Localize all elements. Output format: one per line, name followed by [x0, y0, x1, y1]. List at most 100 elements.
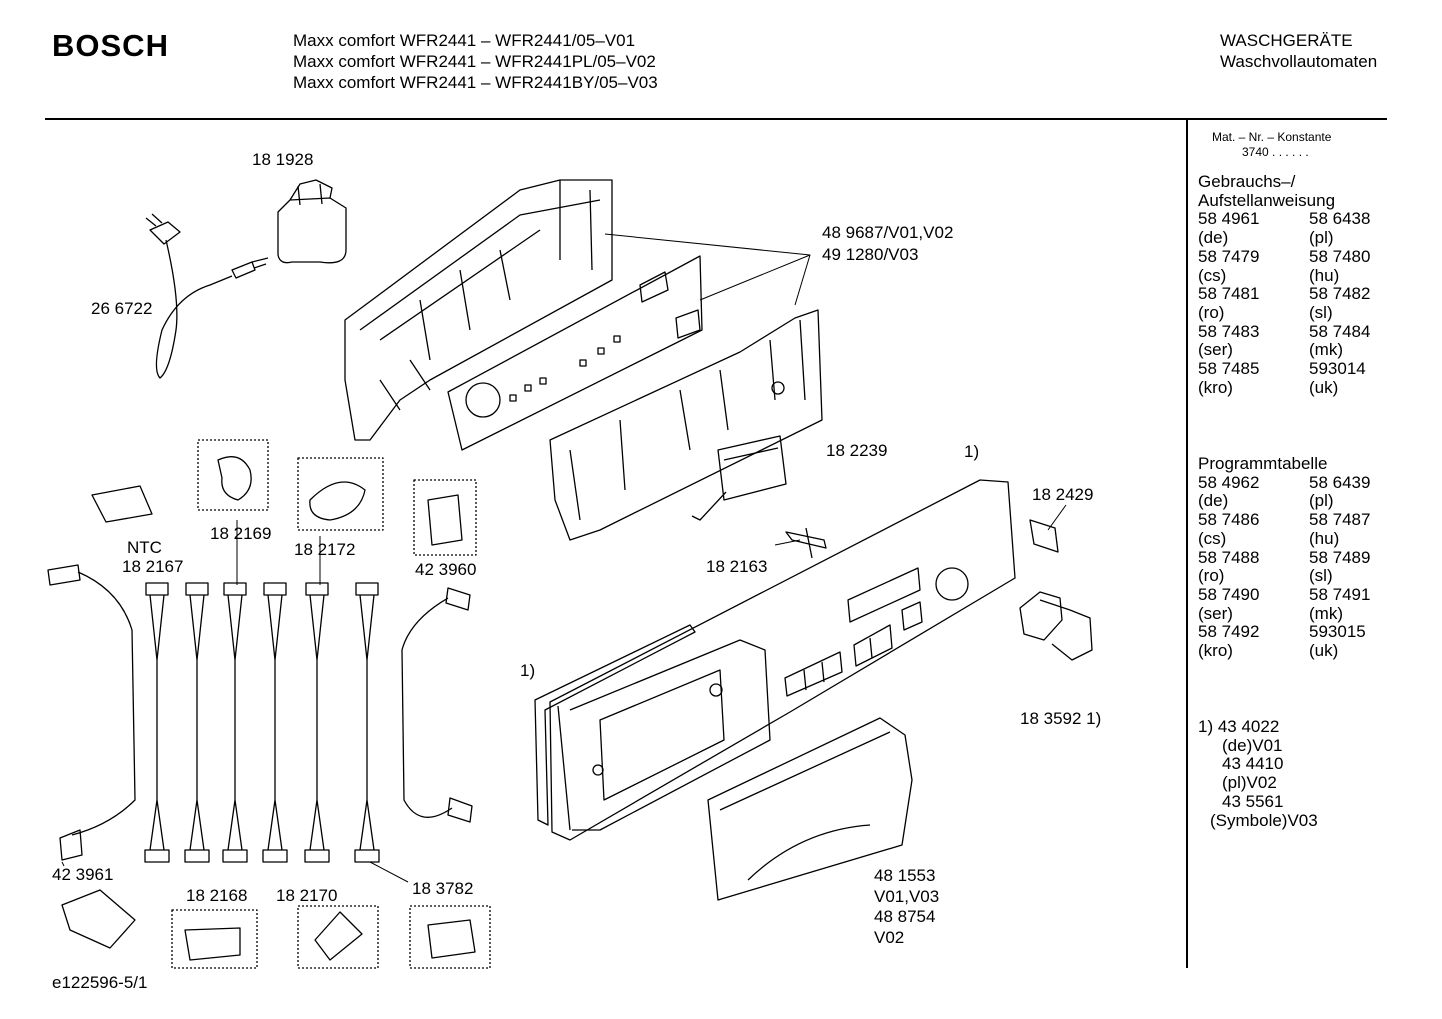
footnote-line: 43 4410 — [1222, 754, 1284, 774]
doc-number: 58 7489 — [1309, 547, 1371, 567]
doc-lang: (hu) — [1309, 528, 1340, 548]
doc-number: 58 7479 — [1198, 246, 1260, 266]
doc-number: 58 7488 — [1198, 547, 1260, 567]
manual-title: Aufstellanweisung — [1198, 190, 1336, 210]
drawing-id: e122596-5/1 — [52, 973, 148, 992]
footnote-line: 1) 43 4022 — [1198, 717, 1280, 736]
knob-drawing — [1019, 591, 1093, 661]
footnote-line: 43 5561 — [1222, 791, 1284, 811]
handle-drawing — [707, 717, 913, 901]
seal-drawing — [534, 624, 696, 826]
part-label: 42 3960 — [415, 560, 477, 579]
part-label: 18 2172 — [294, 540, 356, 559]
wiring-harness-drawings — [47, 564, 473, 863]
doc-lang: (ro) — [1198, 566, 1225, 586]
mat-nr: Mat. – Nr. – Konstante 3740 . . . . . . — [1212, 130, 1331, 160]
doc-number: 58 4962 — [1198, 472, 1260, 492]
manual-title: Gebrauchs–/ — [1198, 172, 1296, 191]
part-label: 18 2167 — [122, 557, 184, 576]
doc-number: 58 7480 — [1309, 246, 1371, 266]
category-main: WASCHGERÄTE — [1220, 31, 1353, 50]
model-line: Maxx comfort WFR2441 – WFR2441PL/05–V02 — [293, 52, 656, 71]
part-variant: V01,V03 — [874, 887, 940, 906]
doc-number: 58 7483 — [1198, 321, 1260, 341]
part-label: 18 2429 — [1032, 485, 1094, 504]
part-182429-drawing — [1029, 519, 1059, 553]
doc-lang: (ser) — [1198, 603, 1233, 623]
part-label: 18 3592 1) — [1020, 709, 1102, 728]
model-line: Maxx comfort WFR2441 – WFR2441/05–V01 — [293, 31, 636, 50]
doc-number: 58 7484 — [1309, 321, 1371, 341]
doc-lang: (hu) — [1309, 265, 1340, 285]
part-label: 18 2168 — [186, 886, 248, 905]
mat-nr-value: 3740 . . . . . . — [1242, 145, 1309, 159]
footnote-marker: 1) — [964, 442, 980, 461]
doc-lang: (de) — [1198, 491, 1229, 511]
selector-drawing — [785, 527, 827, 559]
doc-lang: (pl) — [1309, 228, 1334, 248]
doc-number: 58 4961 — [1198, 209, 1260, 229]
program-section: Programmtabelle 58 4962 58 6439 (de) (pl… — [1198, 454, 1399, 661]
footnote-line: (de)V01 — [1222, 735, 1283, 755]
part-label: 49 1280/V03 — [822, 245, 919, 264]
part-label: 18 3782 — [412, 879, 474, 898]
part-label: 18 1928 — [252, 150, 314, 169]
part-label: 48 9687/V01,V02 — [822, 223, 954, 242]
doc-lang: (sl) — [1309, 566, 1333, 586]
module-frame-drawing — [549, 309, 823, 541]
doc-number: 58 7485 — [1198, 359, 1260, 379]
part-label: NTC — [127, 538, 162, 557]
display-drawing — [691, 435, 787, 521]
sidebar-divider — [1186, 120, 1188, 968]
front-panel-drawing — [549, 479, 1016, 841]
program-grid: 58 4962 58 6439 (de) (pl) 58 7486 58 748… — [1198, 472, 1399, 661]
footnote-line: (Symbole)V03 — [1210, 810, 1318, 830]
part-variant: V02 — [874, 928, 905, 947]
doc-lang: (cs) — [1198, 528, 1227, 548]
doc-number: 58 7481 — [1198, 284, 1260, 304]
module-housing-drawing — [344, 179, 613, 441]
doc-lang: (kro) — [1198, 641, 1233, 661]
doc-lang: (mk) — [1309, 603, 1343, 623]
brand-logo: BOSCH — [52, 28, 169, 63]
doc-number: 58 6439 — [1309, 472, 1371, 492]
circuit-board-drawing — [447, 255, 703, 451]
footnote-marker: 1) — [520, 661, 536, 680]
doc-lang: (uk) — [1309, 377, 1339, 397]
doc-lang: (mk) — [1309, 340, 1343, 360]
part-label: 26 6722 — [91, 299, 153, 318]
sensor-drawings — [61, 456, 476, 961]
doc-number: 593014 — [1309, 359, 1366, 379]
doc-lang: (cs) — [1198, 265, 1227, 285]
doc-number: 58 7491 — [1309, 584, 1371, 604]
manual-grid: 58 4961 58 6438 (de) (pl) 58 7479 58 748… — [1198, 210, 1399, 397]
doc-lang: (sl) — [1309, 302, 1333, 322]
part-label: 18 2239 — [826, 441, 888, 460]
detail-boxes — [171, 439, 491, 969]
header-divider — [45, 118, 1387, 120]
doc-lang: (kro) — [1198, 377, 1233, 397]
doc-number: 58 7492 — [1198, 622, 1260, 642]
part-label: 42 3961 — [52, 865, 114, 884]
doc-lang: (pl) — [1309, 491, 1334, 511]
doc-number: 58 7490 — [1198, 584, 1260, 604]
doc-number: 58 7486 — [1198, 510, 1260, 530]
footnote-section: 1) 43 4022 (de)V01 43 4410 (pl)V02 43 55… — [1198, 717, 1318, 830]
part-label: 18 2163 — [706, 557, 768, 576]
part-label: 48 8754 — [874, 907, 936, 926]
category: WASCHGERÄTE Waschvollautomaten — [1220, 30, 1377, 72]
part-label: 48 1553 — [874, 866, 936, 885]
power-cord-drawing — [145, 213, 269, 379]
doc-lang: (uk) — [1309, 641, 1339, 661]
leader-lines — [61, 233, 1067, 883]
doc-number: 58 7487 — [1309, 510, 1371, 530]
part-label: 18 2170 — [276, 886, 338, 905]
doc-lang: (ser) — [1198, 340, 1233, 360]
part-label: 18 2169 — [210, 524, 272, 543]
mat-nr-label: Mat. – Nr. – Konstante — [1212, 130, 1332, 144]
model-line: Maxx comfort WFR2441 – WFR2441BY/05–V03 — [293, 73, 658, 92]
footnote-line: (pl)V02 — [1222, 773, 1277, 793]
doc-lang: (de) — [1198, 228, 1229, 248]
doc-lang: (ro) — [1198, 302, 1225, 322]
doc-number: 58 6438 — [1309, 209, 1371, 229]
